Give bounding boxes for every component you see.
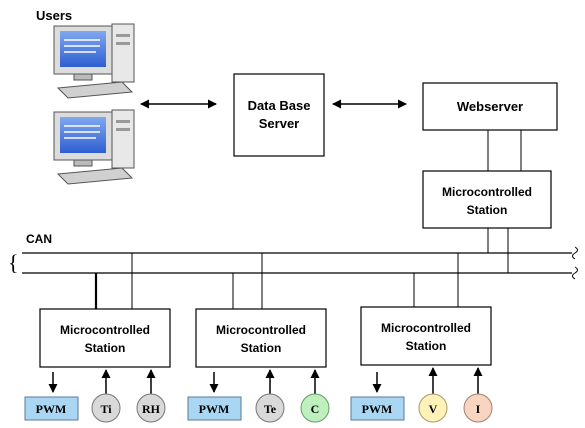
pwm-actuator-3 [350,396,405,421]
database-server-label-line2: Server [259,116,299,131]
pwm-actuator-1-label: PWM [36,402,67,416]
can-bus-label: CAN [26,232,52,246]
top-station-label-line2: Station [467,203,508,217]
sensor-v [418,393,448,423]
station-3-label-line1: Microcontrolled [381,321,471,335]
station-1-label-line1: Microcontrolled [60,323,150,337]
pwm-actuator-1 [24,396,79,421]
station-3-label-line2: Station [406,339,447,353]
sensor-c [300,393,330,423]
sensor-te [255,393,285,423]
sensor-ti-label: Ti [100,402,112,416]
user-computer-icon [53,23,135,99]
station-2-label-line1: Microcontrolled [216,323,306,337]
sensor-i [463,393,493,423]
sensor-rh-label: RH [142,402,161,416]
station-2-label-line2: Station [241,341,282,355]
station-1-label-line2: Station [85,341,126,355]
station-3-box [360,306,492,366]
pwm-actuator-2-label: PWM [199,402,230,416]
station-2-box [195,308,327,368]
sensor-rh [136,393,166,423]
sensor-te-label: Te [264,402,277,416]
webserver-box [422,82,558,131]
sensor-ti [91,393,121,423]
top-station-label-line1: Microcontrolled [442,185,532,199]
bus-break-icon [572,266,578,280]
sensor-i-label: I [476,402,481,416]
webserver-label: Webserver [457,99,523,114]
top-station-box [422,170,552,229]
bus-break-icon [572,246,578,260]
pwm-actuator-2 [187,396,242,421]
sensor-c-label: C [311,402,320,416]
sensor-v-label: V [429,402,438,416]
database-server-box [233,73,325,157]
database-server-label-line1: Data Base [248,98,311,113]
user-computer-icon [53,109,135,185]
pwm-actuator-3-label: PWM [362,402,393,416]
bus-brace-icon: { [8,250,19,275]
users-label: Users [36,8,72,23]
station-1-box [39,308,171,368]
